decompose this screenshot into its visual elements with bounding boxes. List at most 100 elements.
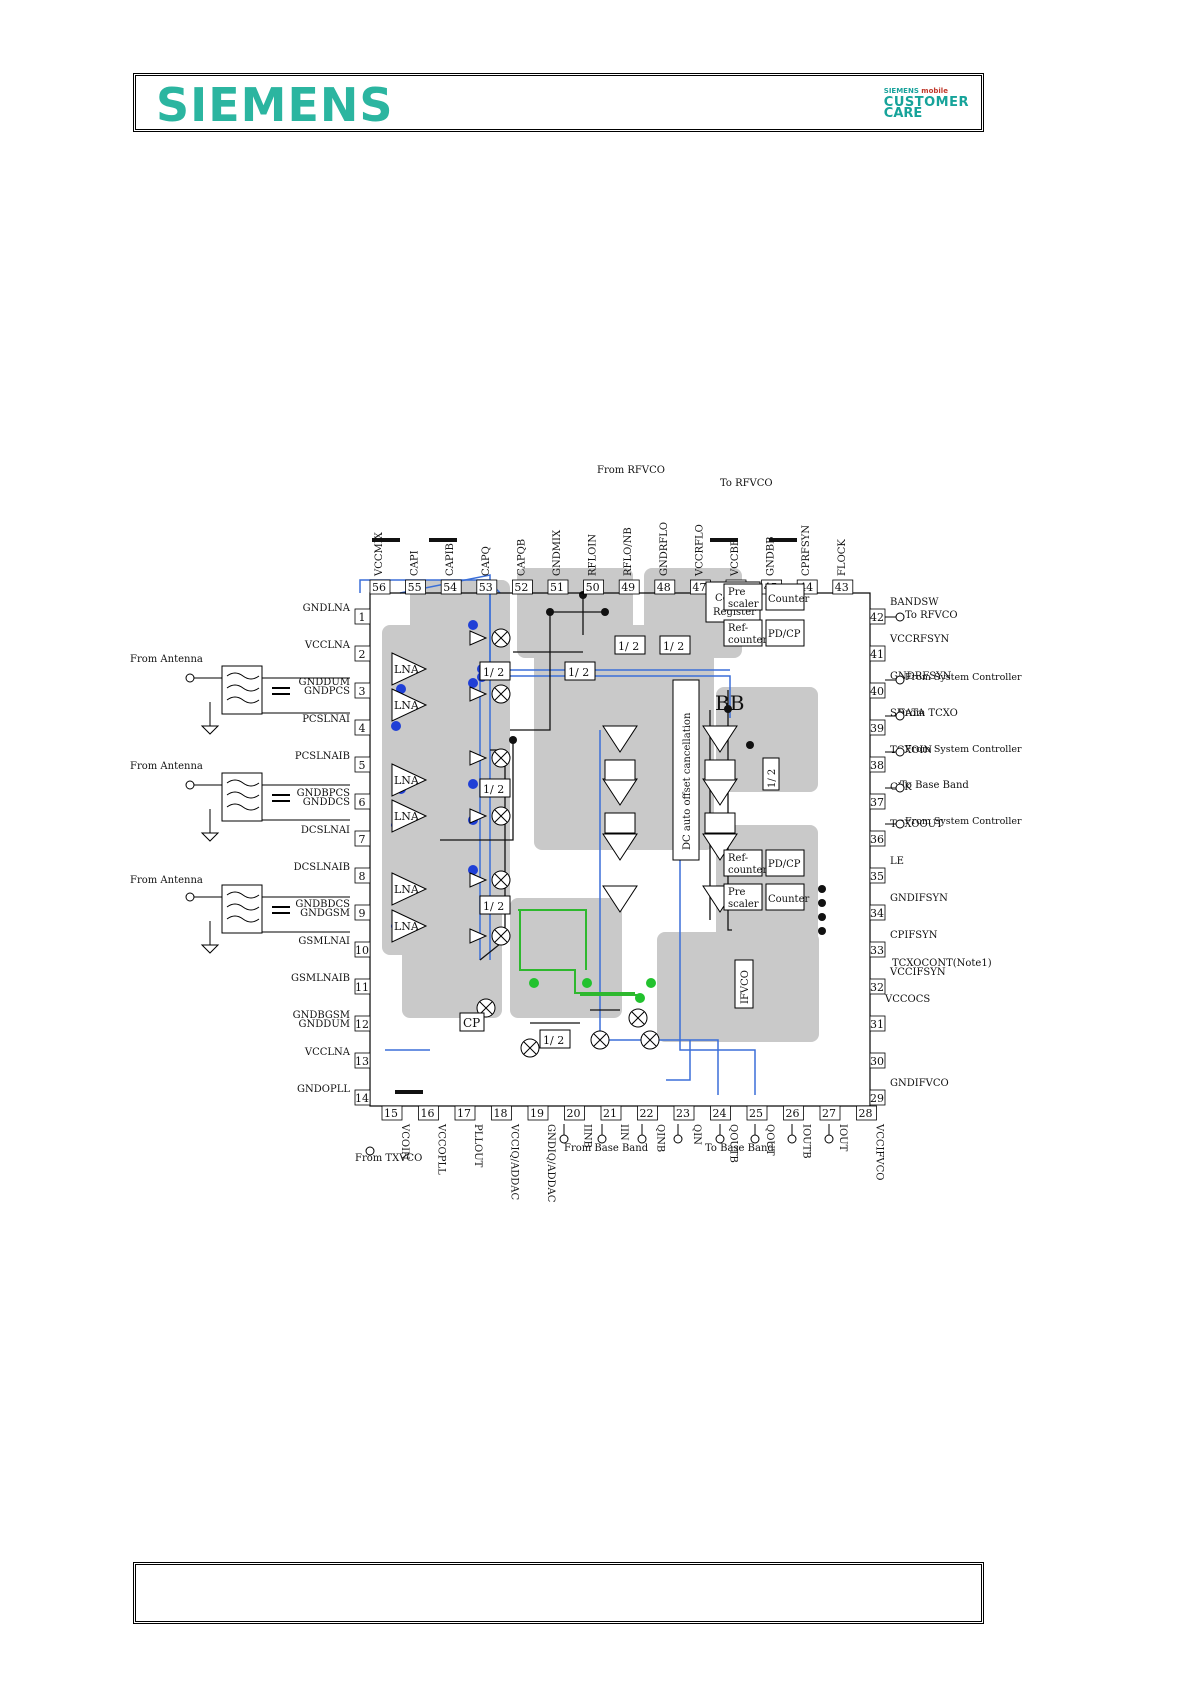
- green-wire: [518, 909, 587, 970]
- lo-buffer: [469, 928, 488, 944]
- terminal-circle: [185, 892, 195, 902]
- left-pin-name: GNDBDCS: [295, 899, 350, 910]
- black-junction: [818, 899, 826, 907]
- saw-filter-symbol: [226, 672, 260, 704]
- synth-block-label: scaler: [728, 599, 759, 610]
- top-pin-box: [440, 579, 462, 595]
- top-pin-name: RFLO/NB: [623, 527, 634, 576]
- from-system-controller-label: From System Controller: [905, 816, 1022, 827]
- lna-amplifier: [391, 799, 428, 833]
- right-pin-box: [869, 941, 886, 958]
- right-pin-number: 34: [870, 907, 884, 920]
- lna-label: LNA: [394, 883, 420, 896]
- right-pin-name: SDATA: [890, 708, 926, 719]
- bottom-pin-box: [600, 1105, 622, 1121]
- divide-label: 1/ 2: [663, 640, 684, 653]
- left-pin-number: 12: [355, 1018, 369, 1031]
- from-tcxo-label: From TCXO: [898, 708, 958, 719]
- dc-offset-box: [672, 679, 700, 861]
- lna-label: LNA: [394, 699, 420, 712]
- bottom-pin-name: VCCIFVCO: [874, 1123, 885, 1180]
- left-pin-name: GNDPCS: [304, 686, 350, 697]
- vccocs-label: VCCOCS: [884, 994, 930, 1005]
- mixer-cross: [494, 751, 508, 765]
- left-pin-name: DCSLNAIB: [294, 862, 350, 873]
- top-pin-name: GNDMIX: [552, 529, 563, 576]
- bottom-pin-number: 16: [421, 1107, 435, 1120]
- synth-block-box: [765, 583, 805, 611]
- lna-label: LNA: [394, 920, 420, 933]
- left-pin-box: [354, 941, 371, 958]
- left-pin-name: VCCLNA: [304, 640, 351, 651]
- tcxocont-label: TCXOCONT(Note1): [892, 958, 992, 969]
- bottom-pin-number: 26: [786, 1107, 800, 1120]
- divide-by-2-box: [564, 661, 596, 681]
- top-pin-name: CAPIB: [445, 543, 456, 576]
- page-footer: [133, 1562, 984, 1624]
- top-pin-number: 51: [550, 581, 564, 594]
- left-pin-number: 2: [359, 648, 366, 661]
- right-pin-box: [869, 1089, 886, 1106]
- right-pin-number: 37: [870, 796, 884, 809]
- customer-care-badge: SIEMENS mobile CUSTOMER CARE: [883, 86, 969, 121]
- left-pin-box: [354, 830, 371, 847]
- bottom-pin-box: [491, 1105, 512, 1121]
- terminal-circle: [895, 747, 905, 757]
- left-pin-box: [354, 904, 371, 921]
- left-pin-number: 4: [359, 722, 366, 735]
- right-pin-name: BANDSW: [890, 597, 939, 608]
- left-pin-number: 10: [355, 944, 369, 957]
- terminal-circle: [895, 612, 905, 622]
- terminal-circle: [895, 675, 905, 685]
- to-base-band-label: To Base Band: [900, 780, 969, 791]
- left-pin-box: [354, 608, 371, 625]
- right-pin-box: [869, 867, 886, 884]
- black-junction: [724, 705, 732, 713]
- top-pin-name: FLOCK: [837, 539, 848, 576]
- synth-block-label: Counter: [768, 594, 809, 605]
- capacitor-symbol: [272, 687, 290, 695]
- divide-by-2-box: [659, 635, 691, 655]
- shaded-region: [410, 580, 510, 910]
- synth-block-box: [723, 583, 763, 611]
- lna-label: LNA: [394, 810, 420, 823]
- pdcp-box: [765, 619, 805, 647]
- top-pin-name: VCCRFLO: [694, 524, 705, 577]
- black-wire: [440, 740, 514, 841]
- capacitor-symbol: [272, 906, 290, 914]
- to-base-band-label: To Base Band: [705, 1143, 774, 1154]
- baseband-amplifier: [702, 833, 738, 861]
- bottom-pin-box: [527, 1105, 549, 1121]
- lowpass-filter-box: [604, 759, 636, 781]
- right-pin-number: 38: [870, 759, 884, 772]
- terminal-circle: [365, 1146, 375, 1156]
- right-pin-number: 36: [870, 833, 884, 846]
- bottom-pin-number: 15: [384, 1107, 398, 1120]
- tcxo-divider-box: [762, 757, 780, 791]
- lo-buffer: [469, 750, 488, 766]
- terminal-circle: [787, 1134, 797, 1144]
- synth-block-label: Counter: [768, 894, 809, 905]
- terminal-circle: [750, 1134, 760, 1144]
- top-pin-number: 54: [443, 581, 457, 594]
- right-pin-number: 41: [870, 648, 884, 661]
- bottom-pin-name: VCCOPLL: [436, 1123, 447, 1175]
- left-pin-box: [354, 719, 371, 736]
- top-pin-number: 47: [692, 581, 706, 594]
- bottom-pin-number: 27: [822, 1107, 836, 1120]
- bottom-pin-name: QOUT: [764, 1124, 775, 1156]
- bottom-pin-number: 19: [530, 1107, 544, 1120]
- left-pin-box: [354, 1015, 371, 1032]
- black-junction: [601, 608, 609, 616]
- badge-line-3: CARE: [883, 106, 923, 121]
- top-pin-box: [476, 579, 498, 595]
- top-pin-name: GNDBB: [766, 537, 777, 576]
- ref-counter-label: Ref-: [728, 623, 748, 634]
- black-wire: [510, 612, 551, 731]
- shaded-region: [716, 687, 818, 792]
- terminal-circle: [895, 819, 905, 829]
- ref-counter-box: [723, 849, 763, 877]
- right-pin-box: [869, 1015, 886, 1032]
- left-pin-name: VCCLNA: [304, 1047, 351, 1058]
- bottom-pin-box: [710, 1105, 731, 1121]
